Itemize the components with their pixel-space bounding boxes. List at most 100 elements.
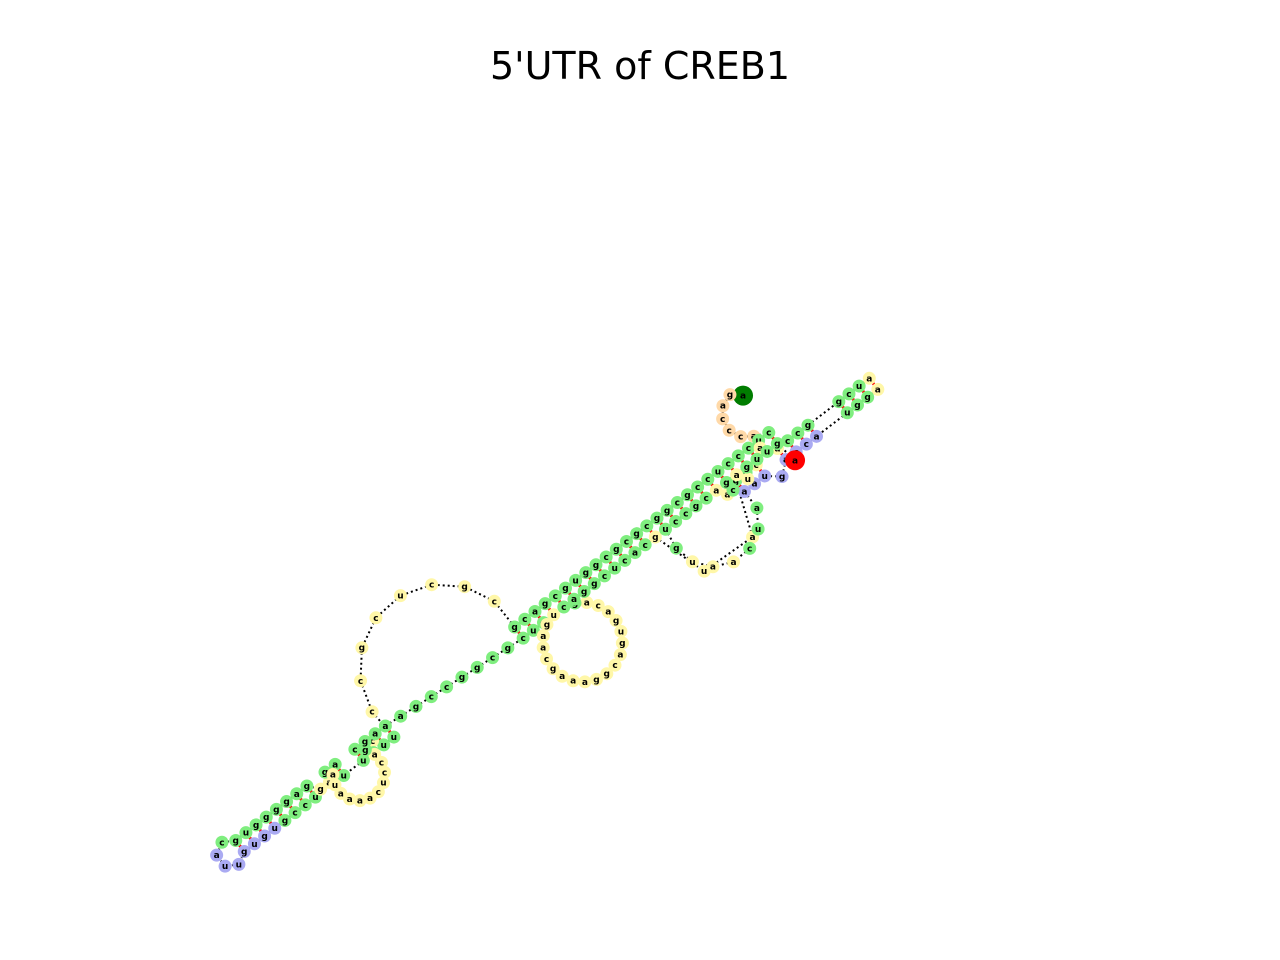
nucleotide-letter: u — [340, 771, 346, 781]
nucleotide-letter: c — [785, 437, 790, 447]
nucleotide: c — [741, 441, 755, 455]
nucleotide-circle — [540, 652, 554, 666]
nucleotide: g — [587, 577, 601, 591]
nucleotide: c — [669, 514, 683, 528]
nucleotide: g — [229, 833, 243, 847]
nucleotide-letter: g — [233, 836, 239, 846]
nucleotide-letter: c — [622, 556, 627, 566]
nucleotide-letter: g — [805, 421, 811, 431]
nucleotide-letter: g — [474, 663, 480, 673]
nucleotide: g — [609, 614, 623, 628]
nucleotide-letter: c — [642, 541, 647, 551]
nucleotide-circle — [526, 623, 540, 637]
nucleotide: c — [288, 806, 302, 820]
nucleotide: g — [237, 845, 251, 859]
nucleotide-circle — [458, 580, 472, 594]
nucleotide-circle — [799, 437, 813, 451]
nucleotide-letter: u — [755, 525, 761, 535]
nucleotide-letter: a — [372, 750, 378, 760]
nucleotide-letter: c — [695, 483, 700, 493]
nucleotide-letter: u — [272, 824, 278, 834]
nucleotide: c — [781, 434, 795, 448]
nucleotide-circle — [862, 371, 876, 385]
nucleotide: a — [528, 604, 542, 618]
nucleotide: u — [547, 608, 561, 622]
nucleotide-letter: g — [304, 782, 310, 792]
nucleotide-letter: c — [369, 708, 374, 718]
nucleotide-circle — [591, 598, 605, 612]
nucleotide-circle — [701, 472, 715, 486]
nucleotide-circle — [711, 464, 725, 478]
nucleotide: g — [259, 810, 273, 824]
nucleotide-letter: c — [596, 601, 601, 611]
nucleotide-circle — [609, 614, 623, 628]
nucleotide-letter: a — [750, 533, 756, 543]
nucleotide: c — [791, 426, 805, 440]
nucleotide: a — [536, 641, 550, 655]
nucleotide-letter: g — [633, 530, 639, 540]
nucleotide-circle — [508, 620, 522, 634]
nucleotide-letter: c — [373, 614, 378, 624]
nucleotide-circle — [368, 727, 382, 741]
nucleotide-letter: a — [866, 374, 872, 384]
nucleotide: g — [650, 511, 664, 525]
nucleotide-letter: c — [219, 838, 224, 848]
nucleotide: c — [679, 507, 693, 521]
nucleotide-letter: c — [725, 460, 730, 470]
nucleotide-circle — [785, 450, 806, 471]
nucleotide: g — [538, 597, 552, 611]
nucleotide: c — [691, 480, 705, 494]
nucleotide: u — [608, 561, 622, 575]
nucleotide-circle — [278, 813, 292, 827]
nucleotide-letter: g — [613, 545, 619, 555]
nucleotide-circle — [516, 631, 530, 645]
nucleotide-circle — [741, 472, 755, 486]
nucleotide-circle — [487, 594, 501, 608]
nucleotide-letter: u — [312, 793, 318, 803]
nucleotide-letter: g — [511, 623, 517, 633]
nucleotide-letter: g — [664, 506, 670, 516]
nucleotide-letter: g — [854, 401, 860, 411]
nucleotide-letter: u — [572, 576, 578, 586]
nucleotide-letter: a — [720, 402, 726, 412]
nucleotide-letter: a — [382, 722, 388, 732]
nucleotide-letter: a — [347, 795, 353, 805]
nucleotide-letter: a — [757, 444, 763, 454]
nucleotide-circle — [232, 857, 246, 871]
nucleotide: a — [566, 674, 580, 688]
nucleotide-letter: c — [644, 522, 649, 532]
nucleotide: u — [337, 768, 351, 782]
nucleotide-circle — [810, 429, 824, 443]
nucleotide-letter: g — [604, 670, 610, 680]
nucleotide: a — [716, 399, 730, 413]
nucleotide-circle — [733, 385, 754, 406]
nucleotide: g — [458, 580, 472, 594]
nucleotide-circle — [353, 794, 367, 808]
nucleotide-letter: a — [540, 644, 546, 654]
nucleotide-letter: u — [856, 382, 862, 392]
nucleotide-letter: g — [241, 848, 247, 858]
nucleotide-letter: a — [330, 771, 336, 781]
nucleotide: g — [850, 398, 864, 412]
nucleotide-circle — [501, 641, 515, 655]
nucleotide-circle — [743, 541, 757, 555]
nucleotide-circle — [691, 480, 705, 494]
nucleotide-letter: g — [733, 476, 739, 486]
nucleotide-letter: g — [581, 587, 587, 597]
nucleotide-circle — [440, 680, 454, 694]
nucleotide: a — [628, 546, 642, 560]
nucleotide-circle — [290, 787, 304, 801]
nucleotide-letter: g — [583, 569, 589, 579]
nucleotide-letter: a — [752, 480, 758, 490]
nucleotide-letter: c — [754, 461, 759, 471]
nucleotide-letter: c — [444, 683, 449, 693]
nucleotide: c — [701, 472, 715, 486]
nucleotide: c — [518, 612, 532, 626]
nucleotide: u — [750, 452, 764, 466]
nucleotide-letter: a — [214, 851, 220, 861]
nucleotide: u — [758, 469, 772, 483]
nucleotide: g — [249, 818, 263, 832]
nucleotide-letter: a — [570, 677, 576, 687]
nucleotide-circle — [229, 833, 243, 847]
